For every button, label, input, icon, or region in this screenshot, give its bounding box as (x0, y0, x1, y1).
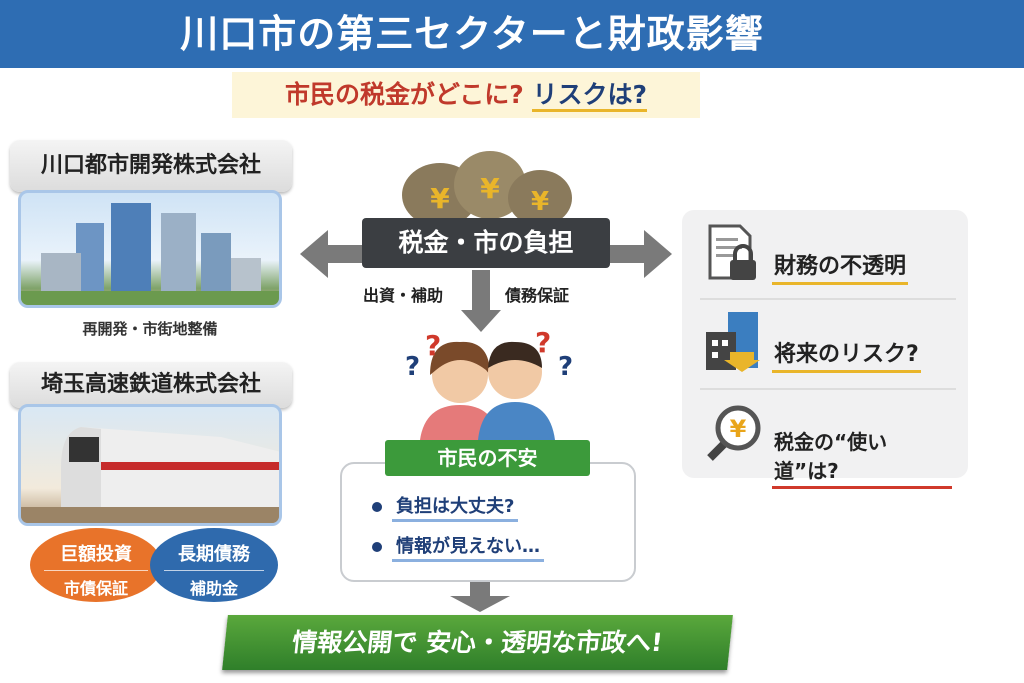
arrow-right-icon (600, 230, 672, 278)
train-icon (21, 427, 279, 523)
page-title: 川口市の第三セクターと財政影響 (0, 0, 1024, 68)
svg-text:?: ? (425, 329, 441, 362)
risk-item-label: 財務の不透明 (772, 248, 909, 285)
badge-debt: 長期債務補助金 (150, 528, 278, 602)
svg-text:¥: ¥ (430, 182, 450, 215)
flow-label-investment: 出資・補助 (363, 286, 444, 305)
anxiety-item: 負担は大丈夫? (372, 492, 634, 522)
train-image (18, 404, 282, 526)
company2-label: 埼玉高速鉄道株式会社 (10, 362, 292, 408)
badge-investment: 巨額投資市債保証 (30, 528, 162, 602)
citizen-anxiety-box: 負担は大丈夫? 情報が見えない… (340, 462, 636, 582)
arrow-down-icon (461, 270, 501, 332)
magnifier-yen-icon: ¥ (707, 405, 761, 461)
subtitle-risk: リスクは? (532, 80, 647, 112)
company1-caption: 再開発・市街地整備 (82, 320, 218, 338)
divider (700, 298, 956, 300)
subtitle: 市民の税金がどこに? リスクは? (232, 72, 700, 118)
badge-investment-sub: 市債保証 (63, 579, 128, 598)
risk-item-future: 将来のリスク? (702, 310, 952, 380)
subtitle-question: 市民の税金がどこに? (285, 80, 524, 109)
anxiety-item-text: 情報が見えない… (392, 536, 544, 562)
svg-text:¥: ¥ (531, 187, 549, 217)
svg-text:?: ? (535, 326, 551, 359)
svg-text:¥: ¥ (730, 415, 747, 443)
risk-item-label: 税金の“使い道”は? (772, 426, 952, 489)
badge-debt-main: 長期債務 (164, 528, 264, 571)
flow-arrows: ¥ ¥ ¥ ???? (300, 151, 672, 612)
building-down-arrow-icon (706, 312, 760, 372)
risk-panel: 財務の不透明 将来のリスク? ¥ 税金の“使い道”は? (682, 210, 968, 489)
bullet-icon (372, 542, 382, 552)
citizen-anxiety-title: 市民の不安 (385, 440, 590, 476)
document-lock-icon (708, 224, 756, 280)
flow-label-guarantee: 債務保証 (505, 286, 570, 305)
svg-text:?: ? (558, 352, 573, 382)
badge-investment-main: 巨額投資 (44, 528, 148, 571)
svg-text:¥: ¥ (480, 172, 500, 205)
arrow-down-bottom-icon (450, 582, 510, 612)
anxiety-item: 情報が見えない… (372, 532, 634, 562)
risk-item-label: 将来のリスク? (772, 336, 921, 373)
conclusion-banner: 情報公開で 安心・透明な市政へ! (222, 615, 733, 670)
money-bags-icon: ¥ ¥ ¥ (402, 151, 572, 227)
risk-item-opacity: 財務の不透明 (702, 222, 952, 292)
city-buildings-image (18, 190, 282, 308)
divider (700, 388, 956, 390)
buildings-icon (21, 203, 279, 305)
anxiety-item-text: 負担は大丈夫? (392, 496, 519, 522)
risk-item-tax-use: ¥ 税金の“使い道”は? (702, 400, 952, 489)
badge-debt-sub: 補助金 (189, 579, 238, 598)
tax-burden-box: 税金・市の負担 (362, 218, 610, 268)
bullet-icon (372, 502, 382, 512)
svg-text:?: ? (405, 352, 420, 382)
company1-label: 川口都市開発株式会社 (10, 140, 292, 192)
worried-citizens-icon: ???? (405, 326, 573, 440)
